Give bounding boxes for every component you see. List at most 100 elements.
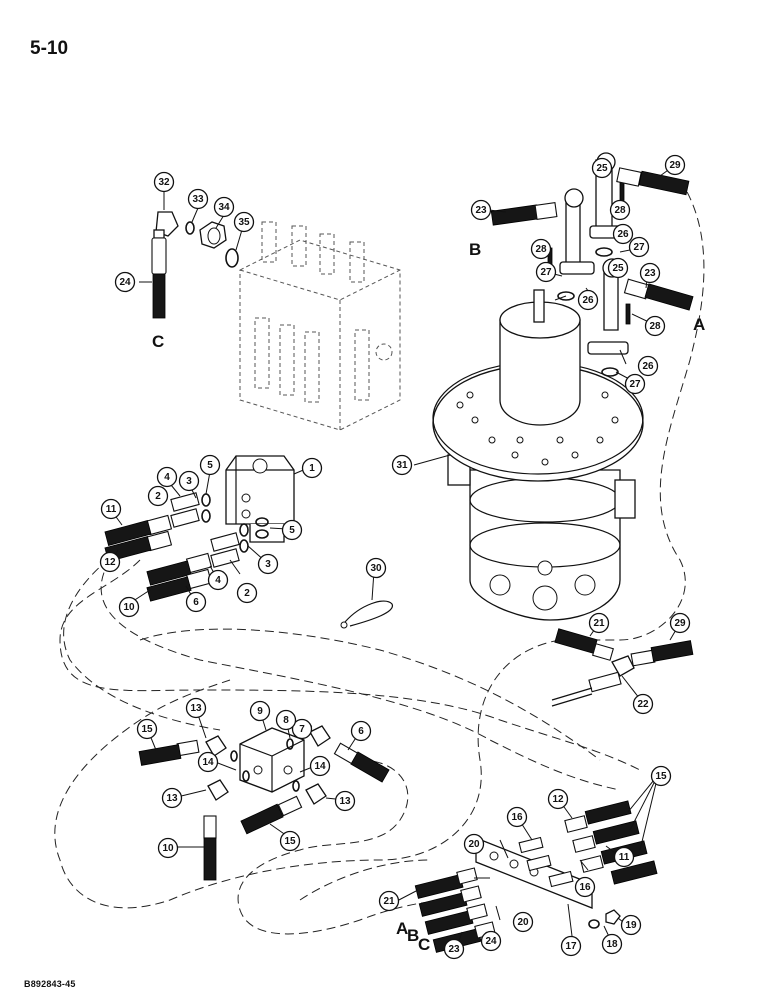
callout-c30: 30 xyxy=(365,557,387,579)
callout-circle xyxy=(301,457,323,479)
callout-circle xyxy=(669,612,691,634)
strap-30 xyxy=(340,600,393,629)
callout-circle xyxy=(512,911,534,933)
callout-c23a: 23 xyxy=(470,199,492,221)
callout-c16a: 16 xyxy=(506,806,528,828)
callout-c21a: 21 xyxy=(588,612,610,634)
port-letter-C-lower: C xyxy=(418,935,430,954)
callout-c10a: 10 xyxy=(118,596,140,618)
callout-circle xyxy=(607,257,629,279)
callout-circle xyxy=(281,519,303,541)
callout-circle xyxy=(249,700,271,722)
callout-circle xyxy=(588,612,610,634)
callout-circle xyxy=(213,196,235,218)
callout-label: 10 xyxy=(123,602,135,613)
callout-label: 18 xyxy=(606,939,618,950)
callout-c24a: 24 xyxy=(114,271,136,293)
callout-c29b: 29 xyxy=(669,612,691,634)
callout-circle xyxy=(185,591,207,613)
callout-circle xyxy=(547,788,569,810)
callout-label: 14 xyxy=(202,757,214,768)
swivel-assembly-31 xyxy=(432,289,644,621)
callout-label: 21 xyxy=(383,896,395,907)
port-letter-A: A xyxy=(693,315,705,334)
callout-label: 3 xyxy=(186,476,192,487)
callout-circle xyxy=(620,914,642,936)
callout-label: 28 xyxy=(649,321,661,332)
callout-circle xyxy=(236,582,258,604)
callout-circle xyxy=(199,454,221,476)
callout-label: 11 xyxy=(619,852,630,863)
nut-and-washer-18-19 xyxy=(588,909,621,929)
hose-23-upper xyxy=(490,202,558,226)
callout-circle xyxy=(591,157,613,179)
port-letter-B-lower: B xyxy=(407,926,419,945)
callout-label: 28 xyxy=(535,244,547,255)
block-1-o-rings xyxy=(201,493,269,553)
adapter-34 xyxy=(199,221,227,249)
callout-circle xyxy=(480,930,502,952)
callout-c23b: 23 xyxy=(639,262,661,284)
callout-circle xyxy=(506,806,528,828)
callout-circle xyxy=(365,557,387,579)
callout-c4a: 4 xyxy=(156,466,178,488)
callout-c26b: 26 xyxy=(577,289,599,311)
callout-c25a: 25 xyxy=(591,157,613,179)
callout-label: 3 xyxy=(265,559,271,570)
callout-c13a: 13 xyxy=(185,697,207,719)
callout-c28c: 28 xyxy=(644,315,666,337)
bulkhead-hoses-right xyxy=(518,800,658,888)
o-ring-35 xyxy=(225,248,239,268)
callout-c10b: 10 xyxy=(157,837,179,859)
callout-label: 8 xyxy=(283,715,289,726)
callout-label: 15 xyxy=(141,724,153,735)
port-letter-A-lower: A xyxy=(396,919,408,938)
callout-circle xyxy=(613,846,635,868)
callout-circle xyxy=(470,199,492,221)
callout-c25b: 25 xyxy=(607,257,629,279)
callout-c26a: 26 xyxy=(612,223,634,245)
callout-c12b: 12 xyxy=(547,788,569,810)
callout-c18: 18 xyxy=(601,933,623,955)
block-9-fittings xyxy=(205,725,331,805)
callout-circle xyxy=(639,262,661,284)
callout-label: 13 xyxy=(190,703,202,714)
callout-label: 5 xyxy=(289,525,295,536)
callout-c28b: 28 xyxy=(530,238,552,260)
callout-label: 26 xyxy=(617,229,629,240)
callout-label: 27 xyxy=(629,379,641,390)
callout-label: 12 xyxy=(104,557,116,568)
callout-label: 28 xyxy=(614,205,626,216)
callout-c2b: 2 xyxy=(236,582,258,604)
callout-label: 29 xyxy=(674,618,686,629)
callout-label: 32 xyxy=(158,177,170,188)
callout-circle xyxy=(391,454,413,476)
callout-label: 4 xyxy=(215,575,221,586)
callout-circle xyxy=(257,553,279,575)
callout-circle xyxy=(99,551,121,573)
callout-circle xyxy=(153,171,175,193)
callout-circle xyxy=(157,837,179,859)
callout-label: 6 xyxy=(193,597,199,608)
callout-label: 27 xyxy=(540,267,552,278)
callout-label: 24 xyxy=(119,277,131,288)
callout-c24b: 24 xyxy=(480,930,502,952)
page-number: 5-10 xyxy=(30,38,69,59)
callout-label: 4 xyxy=(164,472,170,483)
callout-label: 23 xyxy=(448,944,460,955)
callout-circle xyxy=(156,466,178,488)
callout-c3b: 3 xyxy=(257,553,279,575)
callout-label: 27 xyxy=(633,242,645,253)
callout-label: 29 xyxy=(669,160,681,171)
callout-label: 35 xyxy=(238,217,250,228)
callout-c14b: 14 xyxy=(309,755,331,777)
callout-circle xyxy=(628,236,650,258)
callout-c27a: 27 xyxy=(628,236,650,258)
callout-c19: 19 xyxy=(620,914,642,936)
callout-c6a: 6 xyxy=(185,591,207,613)
callout-circle xyxy=(147,485,169,507)
callout-c16b: 16 xyxy=(574,876,596,898)
callout-circle xyxy=(463,833,485,855)
callout-circle xyxy=(650,765,672,787)
